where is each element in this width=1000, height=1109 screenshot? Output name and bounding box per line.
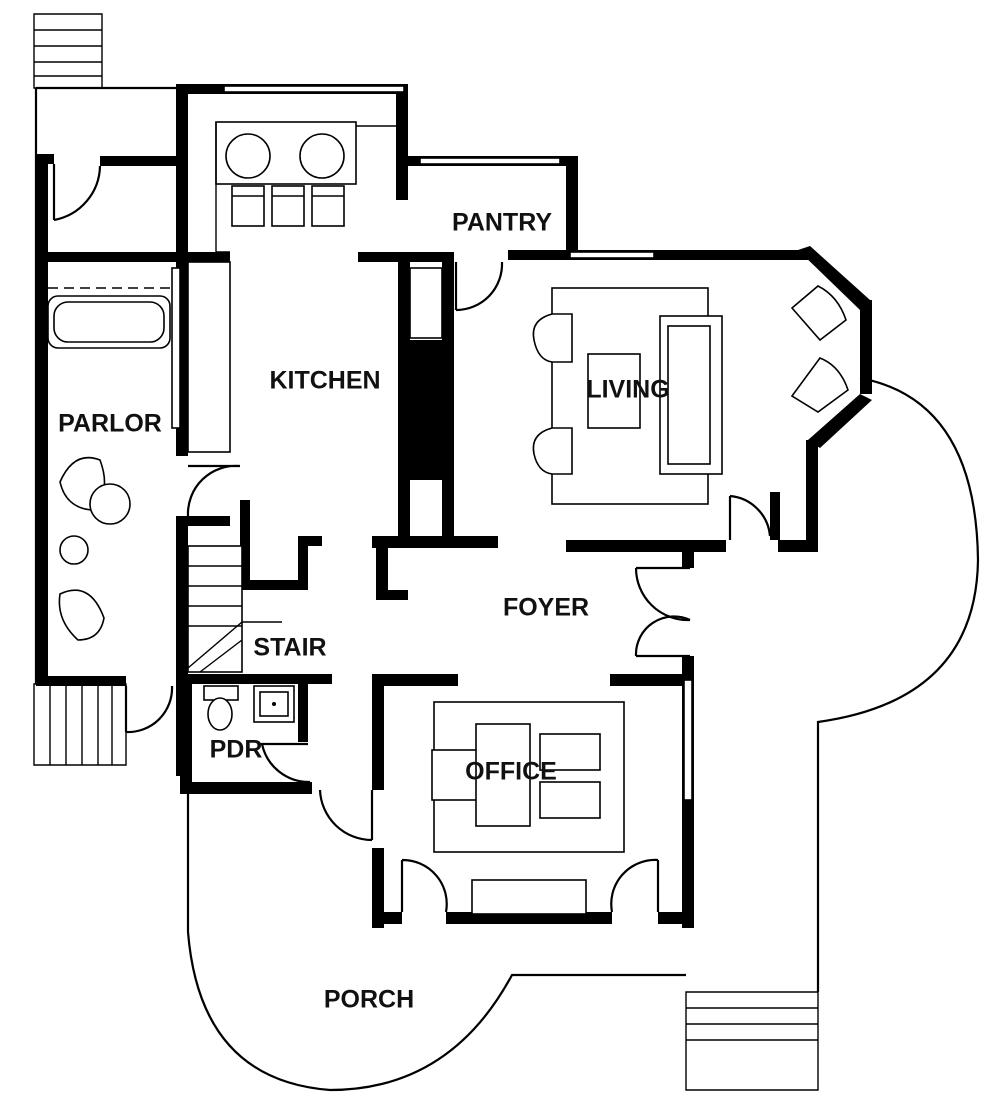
room-label-living: LIVING <box>586 376 669 404</box>
coffee-table <box>587 353 641 429</box>
desk-icon <box>475 723 531 827</box>
door-swing-icon <box>124 685 174 734</box>
door-swing-icon <box>634 566 691 658</box>
armchair-icon <box>539 781 601 819</box>
door-swing-icon <box>728 494 772 540</box>
living-furniture <box>532 285 849 505</box>
room-label-parlor: PARLOR <box>58 410 162 438</box>
armchair-icon <box>539 733 601 771</box>
window-icon <box>409 267 443 339</box>
door-swing-icon <box>454 261 504 312</box>
room-label-office: OFFICE <box>465 758 557 786</box>
toilet-icon <box>203 685 239 731</box>
stair-icon <box>187 545 282 673</box>
stool-icon <box>311 185 345 227</box>
fireplace-icon <box>471 879 587 915</box>
armchair-icon <box>532 313 573 363</box>
porch-steps <box>685 991 819 1091</box>
door-swing-icon <box>260 742 311 784</box>
room-label-pantry: PANTRY <box>452 209 552 237</box>
armchair-icon <box>58 589 105 641</box>
armchair-icon <box>532 427 573 475</box>
office-furniture <box>431 701 625 915</box>
parlor-seating <box>58 456 131 641</box>
pdr-fixtures <box>203 685 295 731</box>
kitchen-island <box>215 121 357 227</box>
door-swing-icon <box>400 858 448 913</box>
door-swing-icon <box>318 789 374 842</box>
room-label-foyer: FOYER <box>503 594 589 622</box>
parlor-bathtub <box>47 287 176 349</box>
window-icon <box>223 85 405 93</box>
armchair-icon <box>790 285 847 342</box>
stool-icon <box>271 185 305 227</box>
room-label-pdr: PDR <box>210 736 263 764</box>
doors <box>52 164 772 913</box>
stool-icon <box>231 185 265 227</box>
door-swing-icon <box>52 164 102 222</box>
left-steps <box>33 683 127 766</box>
room-label-porch: PORCH <box>324 986 414 1014</box>
sink-icon <box>253 685 295 723</box>
window-icon <box>683 679 693 801</box>
kitchen-counter <box>187 122 231 453</box>
window-icon <box>171 267 181 429</box>
sofa-icon <box>659 315 723 475</box>
door-swing-icon <box>610 858 660 913</box>
window-icon <box>419 157 561 165</box>
window-icon <box>569 251 655 259</box>
door-swing-icon <box>186 464 241 517</box>
room-label-stair: STAIR <box>253 634 326 662</box>
armchair-icon <box>790 357 849 413</box>
windows <box>171 85 693 801</box>
room-label-kitchen: KITCHEN <box>269 367 380 395</box>
top-steps <box>33 13 103 89</box>
